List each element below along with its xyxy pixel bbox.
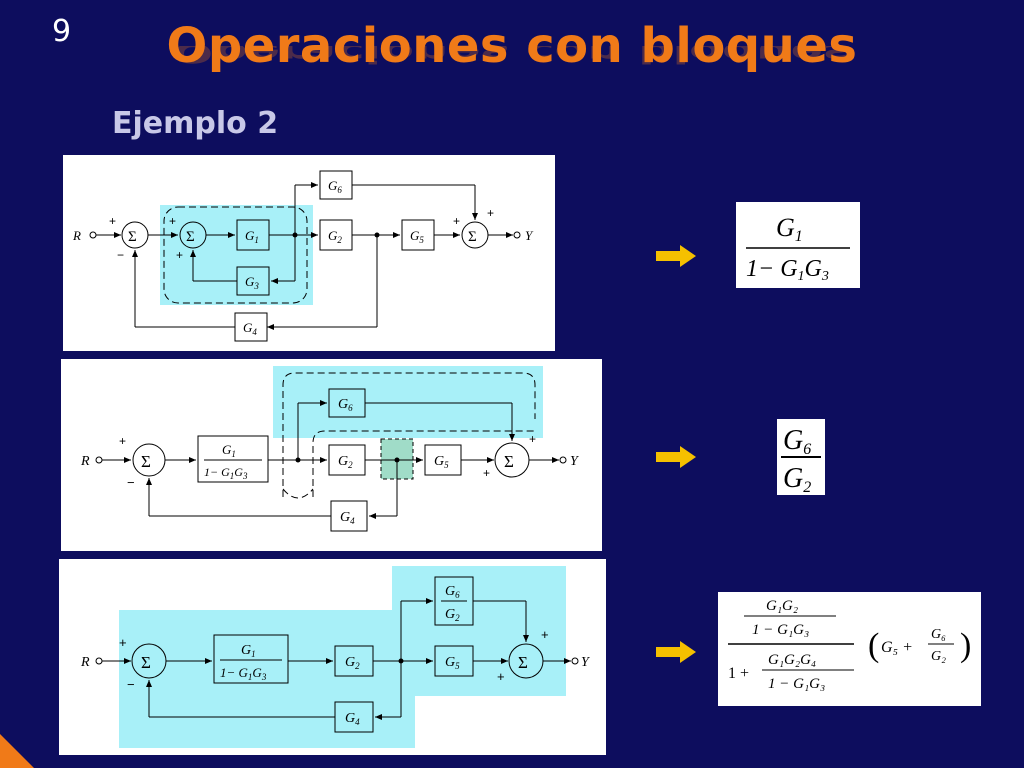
output-label: Y bbox=[525, 228, 534, 243]
svg-text:1 − G₁G₃: 1 − G₁G₃ bbox=[752, 622, 809, 638]
dashed-loop-boundary bbox=[163, 206, 308, 304]
block-g6: G6 bbox=[328, 178, 342, 195]
svg-text:1− G1G3: 1− G1G3 bbox=[746, 256, 829, 284]
svg-text:1 − G₁G₃: 1 − G₁G₃ bbox=[768, 676, 825, 692]
svg-text:(: ( bbox=[868, 627, 879, 664]
slide-subtitle: Ejemplo 2 bbox=[112, 106, 279, 141]
sign-minus-1: − bbox=[117, 248, 124, 262]
svg-text:G6: G6 bbox=[783, 425, 811, 458]
diagram-2-panel: R Y Σ Σ G1 1− G1G3 G2 G5 G6 G4 + − + + bbox=[61, 359, 602, 551]
sum-symbol-1: Σ bbox=[141, 452, 151, 471]
svg-text:1− G1G3: 1− G1G3 bbox=[220, 665, 267, 682]
sum-symbol-2: Σ bbox=[504, 452, 514, 471]
svg-text:G2: G2 bbox=[783, 463, 811, 495]
svg-text:): ) bbox=[960, 627, 971, 664]
sum-symbol-1: Σ bbox=[141, 653, 151, 672]
highlight-region bbox=[273, 366, 543, 438]
svg-text:1− G1G3: 1− G1G3 bbox=[204, 465, 248, 481]
sum-symbol-3: Σ bbox=[468, 229, 477, 245]
sign-plus-1: + bbox=[119, 635, 127, 650]
svg-text:G6: G6 bbox=[445, 584, 460, 600]
sign-plus-4: + bbox=[453, 214, 460, 228]
output-label: Y bbox=[570, 454, 580, 469]
sign-plus-2: + bbox=[541, 627, 549, 642]
block-g5: G5 bbox=[434, 454, 449, 470]
sign-minus-1: − bbox=[127, 677, 135, 692]
svg-text:G2: G2 bbox=[445, 607, 460, 623]
result-formula-1: G1 1− G1G3 bbox=[736, 202, 860, 288]
sign-plus-5: + bbox=[487, 206, 494, 220]
svg-text:G₆: G₆ bbox=[931, 627, 946, 642]
output-label: Y bbox=[581, 655, 591, 670]
block-g2: G2 bbox=[345, 655, 360, 671]
result-formula-3: G₁G₂ 1 − G₁G₃ 1 + G₁G₂G₄ 1 − G₁G₃ ( G₅ +… bbox=[718, 592, 981, 706]
sign-plus-2: + bbox=[529, 432, 536, 446]
input-label: R bbox=[72, 228, 81, 243]
block-g4: G4 bbox=[243, 320, 257, 337]
svg-text:G₁G₂: G₁G₂ bbox=[766, 598, 798, 614]
svg-text:G₁G₂G₄: G₁G₂G₄ bbox=[768, 652, 816, 668]
block-g6-over-g2: G6 G2 bbox=[441, 584, 467, 623]
block-g6: G6 bbox=[338, 397, 353, 413]
highlight-region-left bbox=[119, 610, 415, 748]
input-label: R bbox=[80, 454, 90, 469]
svg-text:G1: G1 bbox=[241, 643, 256, 659]
svg-text:G1: G1 bbox=[222, 442, 236, 459]
sign-plus-3: + bbox=[483, 466, 490, 480]
diagram-3-svg: R Y Σ Σ G1 1− G1G3 G6 G2 G2 G5 G4 + − + … bbox=[80, 566, 591, 748]
result-formula-2: G6 G2 bbox=[777, 419, 825, 496]
block-g1-over-1-minus-g1g3: G1 1− G1G3 bbox=[204, 442, 262, 481]
block-g5: G5 bbox=[445, 655, 460, 671]
diagram-2-svg: R Y Σ Σ G1 1− G1G3 G2 G5 G6 G4 + − + + bbox=[80, 366, 580, 532]
slide-title: Operaciones con bloques bbox=[166, 18, 858, 74]
corner-decoration bbox=[0, 734, 34, 768]
block-g5: G5 bbox=[410, 228, 424, 245]
sign-plus-1: + bbox=[119, 434, 126, 448]
block-g3: G3 bbox=[245, 274, 259, 291]
sum-symbol-1: Σ bbox=[128, 229, 137, 245]
diagram-1-panel: R Y Σ Σ Σ G1 G2 G3 G4 G5 G6 + − + + + + bbox=[63, 155, 555, 351]
block-g2: G2 bbox=[328, 228, 342, 245]
sign-plus-3: + bbox=[176, 248, 183, 262]
svg-text:G1: G1 bbox=[776, 213, 803, 245]
svg-text:1 +: 1 + bbox=[728, 665, 749, 682]
svg-text:G₅ +: G₅ + bbox=[881, 639, 913, 656]
sign-minus-1: − bbox=[127, 475, 135, 490]
sign-plus-3: + bbox=[497, 669, 505, 684]
slide-number: 9 bbox=[52, 14, 72, 49]
arrow-right-icon-1 bbox=[656, 245, 696, 267]
diagram-3-panel: R Y Σ Σ G1 1− G1G3 G6 G2 G2 G5 G4 + − + … bbox=[59, 559, 606, 755]
input-label: R bbox=[80, 655, 90, 670]
block-g1-over-1-minus-g1g3: G1 1− G1G3 bbox=[220, 643, 282, 682]
arrow-right-icon-3 bbox=[656, 641, 696, 663]
sum-symbol-2: Σ bbox=[518, 653, 528, 672]
slide-title-reflection: Operaciones con bloques bbox=[172, 46, 852, 68]
svg-text:G₂: G₂ bbox=[931, 649, 946, 664]
sum-symbol-2: Σ bbox=[186, 229, 195, 245]
diagram-1-svg: R Y Σ Σ Σ G1 G2 G3 G4 G5 G6 + − + + + + bbox=[72, 170, 534, 342]
block-g2: G2 bbox=[338, 454, 353, 470]
block-g4: G4 bbox=[345, 711, 360, 727]
sign-plus-2: + bbox=[169, 214, 176, 228]
sign-plus-1: + bbox=[109, 214, 116, 228]
arrow-right-icon-2 bbox=[656, 446, 696, 468]
block-g4: G4 bbox=[340, 510, 355, 526]
block-g1: G1 bbox=[245, 228, 259, 245]
highlight-region-right bbox=[392, 566, 566, 696]
